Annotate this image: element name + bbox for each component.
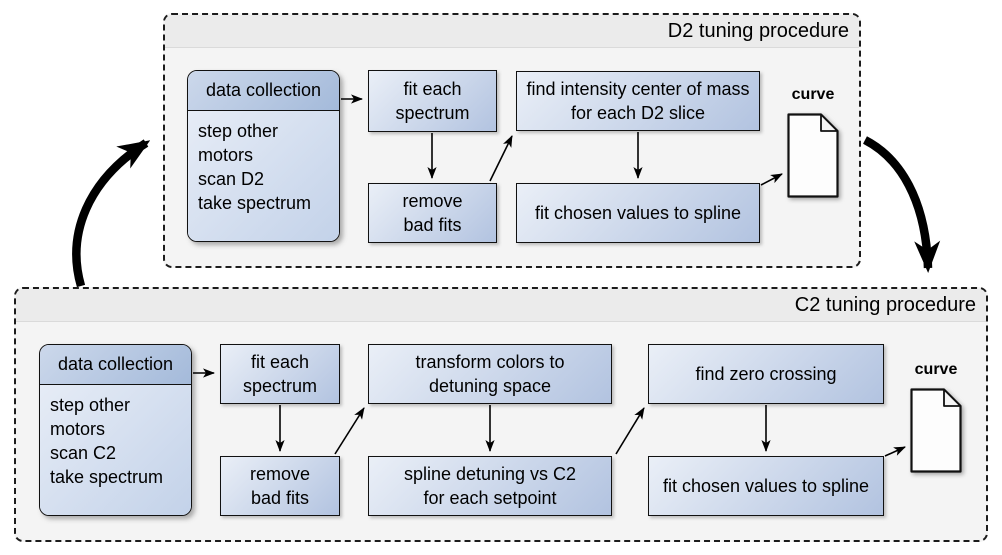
- arrow-d2-to-c2-loop: [862, 136, 941, 273]
- c2-transform-colors-box: transform colors to detuning space: [368, 344, 612, 404]
- d2-remove-bad-fits-box: remove bad fits: [368, 183, 497, 243]
- c2-fit-each-spectrum-box: fit each spectrum: [220, 344, 340, 404]
- d2-curve-document-icon: [787, 113, 839, 198]
- d2-data-collection-header: data collection: [188, 71, 339, 111]
- c2-fit-chosen-values-box: fit chosen values to spline: [648, 456, 884, 516]
- d2-curve-label: curve: [791, 86, 835, 103]
- d2-fit-each-spectrum-box: fit each spectrum: [368, 70, 497, 132]
- c2-data-collection-node: data collection step other motors scan C…: [39, 344, 192, 516]
- d2-fit-chosen-values-box: fit chosen values to spline: [516, 183, 760, 243]
- d2-section-title: D2 tuning procedure: [165, 15, 859, 48]
- c2-data-collection-header: data collection: [40, 345, 191, 385]
- d2-data-collection-steps: step other motors scan D2 take spectrum: [188, 111, 339, 241]
- d2-data-collection-node: data collection step other motors scan D…: [187, 70, 340, 242]
- c2-data-collection-steps: step other motors scan C2 take spectrum: [40, 385, 191, 515]
- c2-spline-detuning-box: spline detuning vs C2 for each setpoint: [368, 456, 612, 516]
- d2-find-intensity-box: find intensity center of mass for each D…: [516, 71, 760, 131]
- arrow-c2-to-d2-loop: [72, 139, 151, 288]
- c2-section-title: C2 tuning procedure: [16, 289, 986, 322]
- c2-remove-bad-fits-box: remove bad fits: [220, 456, 340, 516]
- c2-curve-label: curve: [914, 361, 958, 378]
- c2-find-zero-crossing-box: find zero crossing: [648, 344, 884, 404]
- c2-curve-document-icon: [910, 388, 962, 473]
